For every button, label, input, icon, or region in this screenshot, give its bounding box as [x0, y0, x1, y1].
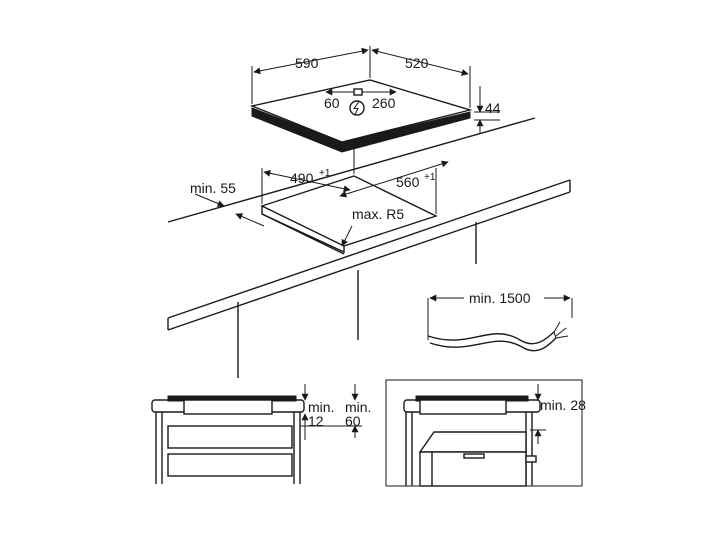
cutout-width-label: 490	[290, 170, 314, 186]
worktop-front-bottom-edge	[167, 191, 571, 331]
section-value-b: 60	[345, 413, 361, 429]
section-drawer-top	[167, 425, 293, 449]
worktop-front-top-edge	[167, 179, 571, 319]
cable-end	[553, 331, 557, 339]
section-oven-hob-body	[419, 399, 507, 415]
section-drawer-bottom	[167, 453, 293, 477]
cable-left-label: 60	[324, 95, 340, 111]
dim-min55-arrow-b	[235, 213, 265, 227]
lightning-in-circle-icon	[349, 100, 365, 116]
cutout-width-tolerance: +1	[319, 168, 331, 179]
oven-handle	[463, 453, 485, 459]
cutout-radius-label: max. R5	[352, 206, 404, 222]
cable-right-label: 260	[372, 95, 396, 111]
section-drawers	[151, 384, 362, 484]
oven-top	[418, 431, 527, 453]
dim-520-line	[371, 48, 469, 76]
dim-min55-arrow-a	[194, 193, 225, 207]
section-oven-min-label: min. 28	[540, 397, 586, 413]
connector-box	[353, 88, 363, 96]
hob-height-label: 44	[485, 100, 501, 116]
section-hob-body	[183, 399, 273, 415]
oven-knob	[525, 455, 537, 463]
section-min-label-b: min.	[345, 399, 371, 415]
section-min-label-a: min.	[308, 399, 334, 415]
hob-depth-label: 520	[405, 55, 429, 71]
hob-width-label: 590	[295, 55, 319, 71]
cutout-inner-depth	[261, 213, 345, 255]
cutout-depth-tolerance: +1	[424, 172, 436, 183]
cable-length-label: min. 1500	[469, 290, 531, 306]
cutout-min-edge-label: min. 55	[190, 180, 236, 196]
dim-560-line	[339, 160, 449, 198]
cable-lower-strand	[429, 337, 557, 352]
dim-490-line	[263, 169, 351, 193]
cable-wires	[553, 321, 569, 339]
hob-drawing	[249, 46, 500, 153]
cable-upper-strand	[427, 331, 555, 345]
section-value-a: 12	[308, 413, 324, 429]
worktop-drawing	[167, 117, 571, 378]
cutout-inner-front	[261, 206, 345, 254]
radius-leader	[341, 225, 353, 247]
dim-590-line	[253, 47, 369, 75]
cable-drawing	[427, 294, 573, 352]
cutout-depth-label: 560	[396, 174, 420, 190]
section-oven	[385, 379, 583, 487]
